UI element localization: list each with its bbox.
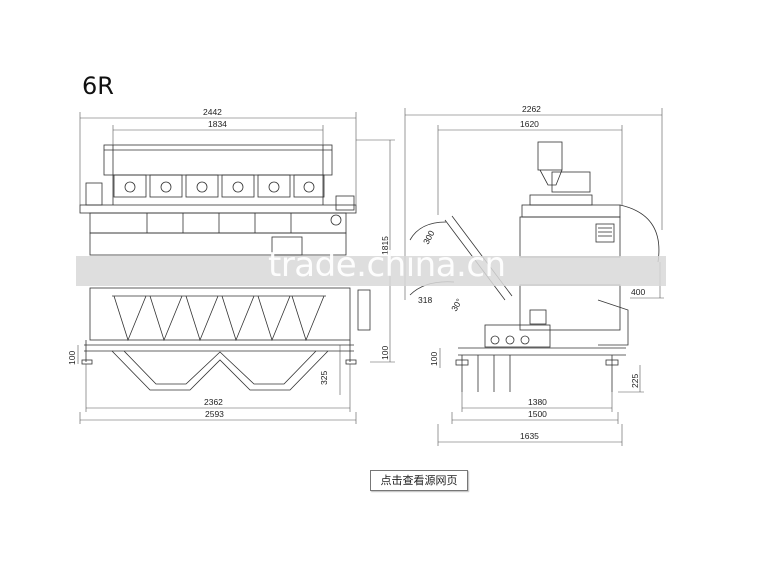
dim-angle-30: 30° (449, 297, 464, 313)
diagram-title: 6R (82, 72, 114, 100)
dim-2262: 2262 (522, 104, 541, 114)
dim-1500: 1500 (528, 409, 547, 419)
front-view-machine (79, 144, 371, 391)
dim-2442: 2442 (203, 107, 222, 117)
dim-400: 400 (631, 287, 645, 297)
view-source-button[interactable]: 点击查看源网页 (370, 470, 468, 491)
dim-318: 318 (418, 295, 432, 305)
side-dimension-lines (404, 108, 664, 446)
dim-1635: 1635 (520, 431, 539, 441)
front-ejectors (113, 295, 325, 342)
dim-2593: 2593 (205, 409, 224, 419)
dim-2362: 2362 (204, 397, 223, 407)
dim-1815: 1815 (380, 236, 390, 255)
dim-100-side: 100 (429, 352, 439, 366)
dim-angle-300: 300 (421, 228, 437, 245)
dim-100-left: 100 (67, 351, 77, 365)
front-dimension-lines (77, 112, 395, 424)
watermark-text: trade.china.cn (268, 245, 506, 285)
dim-100-right: 100 (380, 346, 390, 360)
front-chutes (113, 174, 325, 198)
dim-1834: 1834 (208, 119, 227, 129)
watermark-band (76, 256, 666, 286)
dim-1380: 1380 (528, 397, 547, 407)
dim-225: 225 (630, 374, 640, 388)
dim-1620: 1620 (520, 119, 539, 129)
dim-325: 325 (319, 371, 329, 385)
